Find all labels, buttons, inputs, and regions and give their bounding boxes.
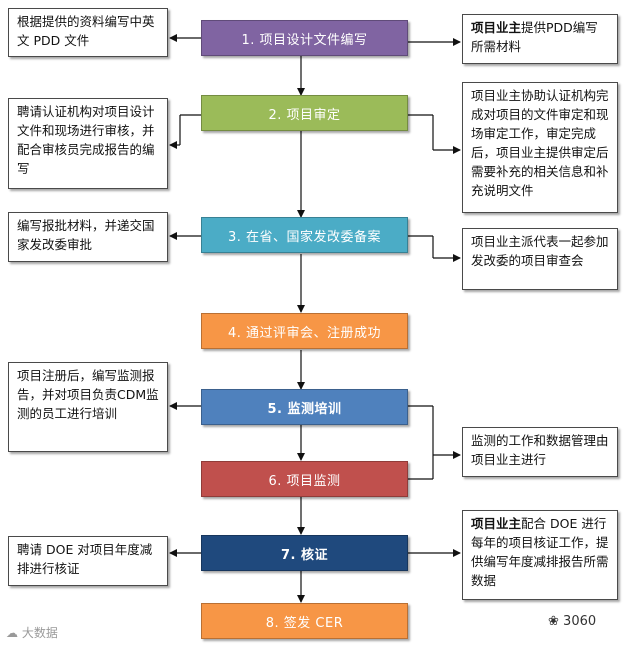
note-left-2: 聘请认证机构对项目设计文件和现场进行审核，并配合审核员完成报告的编写 <box>8 98 168 189</box>
step-8-label: 8. 签发 CER <box>265 615 344 631</box>
note-left-3: 编写报批材料，并递交国家发改委审批 <box>8 212 168 262</box>
step-4: 4. 通过评审会、注册成功 <box>201 313 408 349</box>
step-2-label: 2. 项目审定 <box>268 107 341 123</box>
note-left-1-text: 根据提供的资料编写中英文 PDD 文件 <box>17 14 155 48</box>
note-right-2: 项目业主协助认证机构完成对项目的文件审定和现场审定工作，审定完成后，项目业主提供… <box>462 82 618 213</box>
watermark-left-text: 大数据 <box>21 626 58 640</box>
note-right-7: 项目业主配合 DOE 进行每年的项目核证工作，提供编写年度减排报告所需数据 <box>462 510 618 600</box>
step-2: 2. 项目审定 <box>201 95 408 131</box>
note-right-1: 项目业主提供PDD编写所需材料 <box>462 14 618 64</box>
note-left-3-text: 编写报批材料，并递交国家发改委审批 <box>17 218 155 252</box>
step-1: 1. 项目设计文件编写 <box>201 20 408 56</box>
step-5: 5. 监测培训 <box>201 389 408 425</box>
note-right-1-text: 提供PDD编写所需材料 <box>471 20 598 54</box>
step-4-label: 4. 通过评审会、注册成功 <box>227 325 382 341</box>
note-right-3-text: 项目业主派代表一起参加发改委的项目审查会 <box>471 234 609 268</box>
note-right-7-text: 配合 DOE 进行每年的项目核证工作，提供编写年度减排报告所需数据 <box>471 516 609 588</box>
step-7: 7. 核证 <box>201 535 408 571</box>
wechat-icon: ❀ <box>548 614 559 629</box>
step-6-label: 6. 项目监测 <box>268 473 341 489</box>
note-left-7: 聘请 DOE 对项目年度减排进行核证 <box>8 536 168 586</box>
step-5-label: 5. 监测培训 <box>267 401 342 417</box>
note-right-56: 监测的工作和数据管理由项目业主进行 <box>462 427 618 477</box>
watermark-left-icon: ☁ <box>6 626 18 640</box>
note-left-2-text: 聘请认证机构对项目设计文件和现场进行审核，并配合审核员完成报告的编写 <box>17 104 155 176</box>
note-left-5-text: 项目注册后，编写监测报告，并对项目负责CDM监测的员工进行培训 <box>17 368 159 421</box>
note-right-1-bold: 项目业主 <box>471 20 522 35</box>
note-left-5: 项目注册后，编写监测报告，并对项目负责CDM监测的员工进行培训 <box>8 362 168 452</box>
watermark-right-text: 3060 <box>563 614 597 629</box>
step-3-label: 3. 在省、国家发改委备案 <box>227 229 382 245</box>
note-left-1: 根据提供的资料编写中英文 PDD 文件 <box>8 8 168 57</box>
note-right-7-bold: 项目业主 <box>471 516 522 531</box>
note-right-2-text: 项目业主协助认证机构完成对项目的文件审定和现场审定工作，审定完成后，项目业主提供… <box>471 88 609 198</box>
step-3: 3. 在省、国家发改委备案 <box>201 217 408 253</box>
step-6: 6. 项目监测 <box>201 461 408 497</box>
note-left-7-text: 聘请 DOE 对项目年度减排进行核证 <box>17 542 153 576</box>
step-7-label: 7. 核证 <box>280 547 328 563</box>
step-1-label: 1. 项目设计文件编写 <box>241 32 368 48</box>
watermark-right: ❀ 3060 <box>548 614 596 629</box>
watermark-left: ☁ 大数据 <box>6 624 58 641</box>
note-right-3: 项目业主派代表一起参加发改委的项目审查会 <box>462 228 618 290</box>
step-8: 8. 签发 CER <box>201 603 408 639</box>
note-right-56-text: 监测的工作和数据管理由项目业主进行 <box>471 433 609 467</box>
